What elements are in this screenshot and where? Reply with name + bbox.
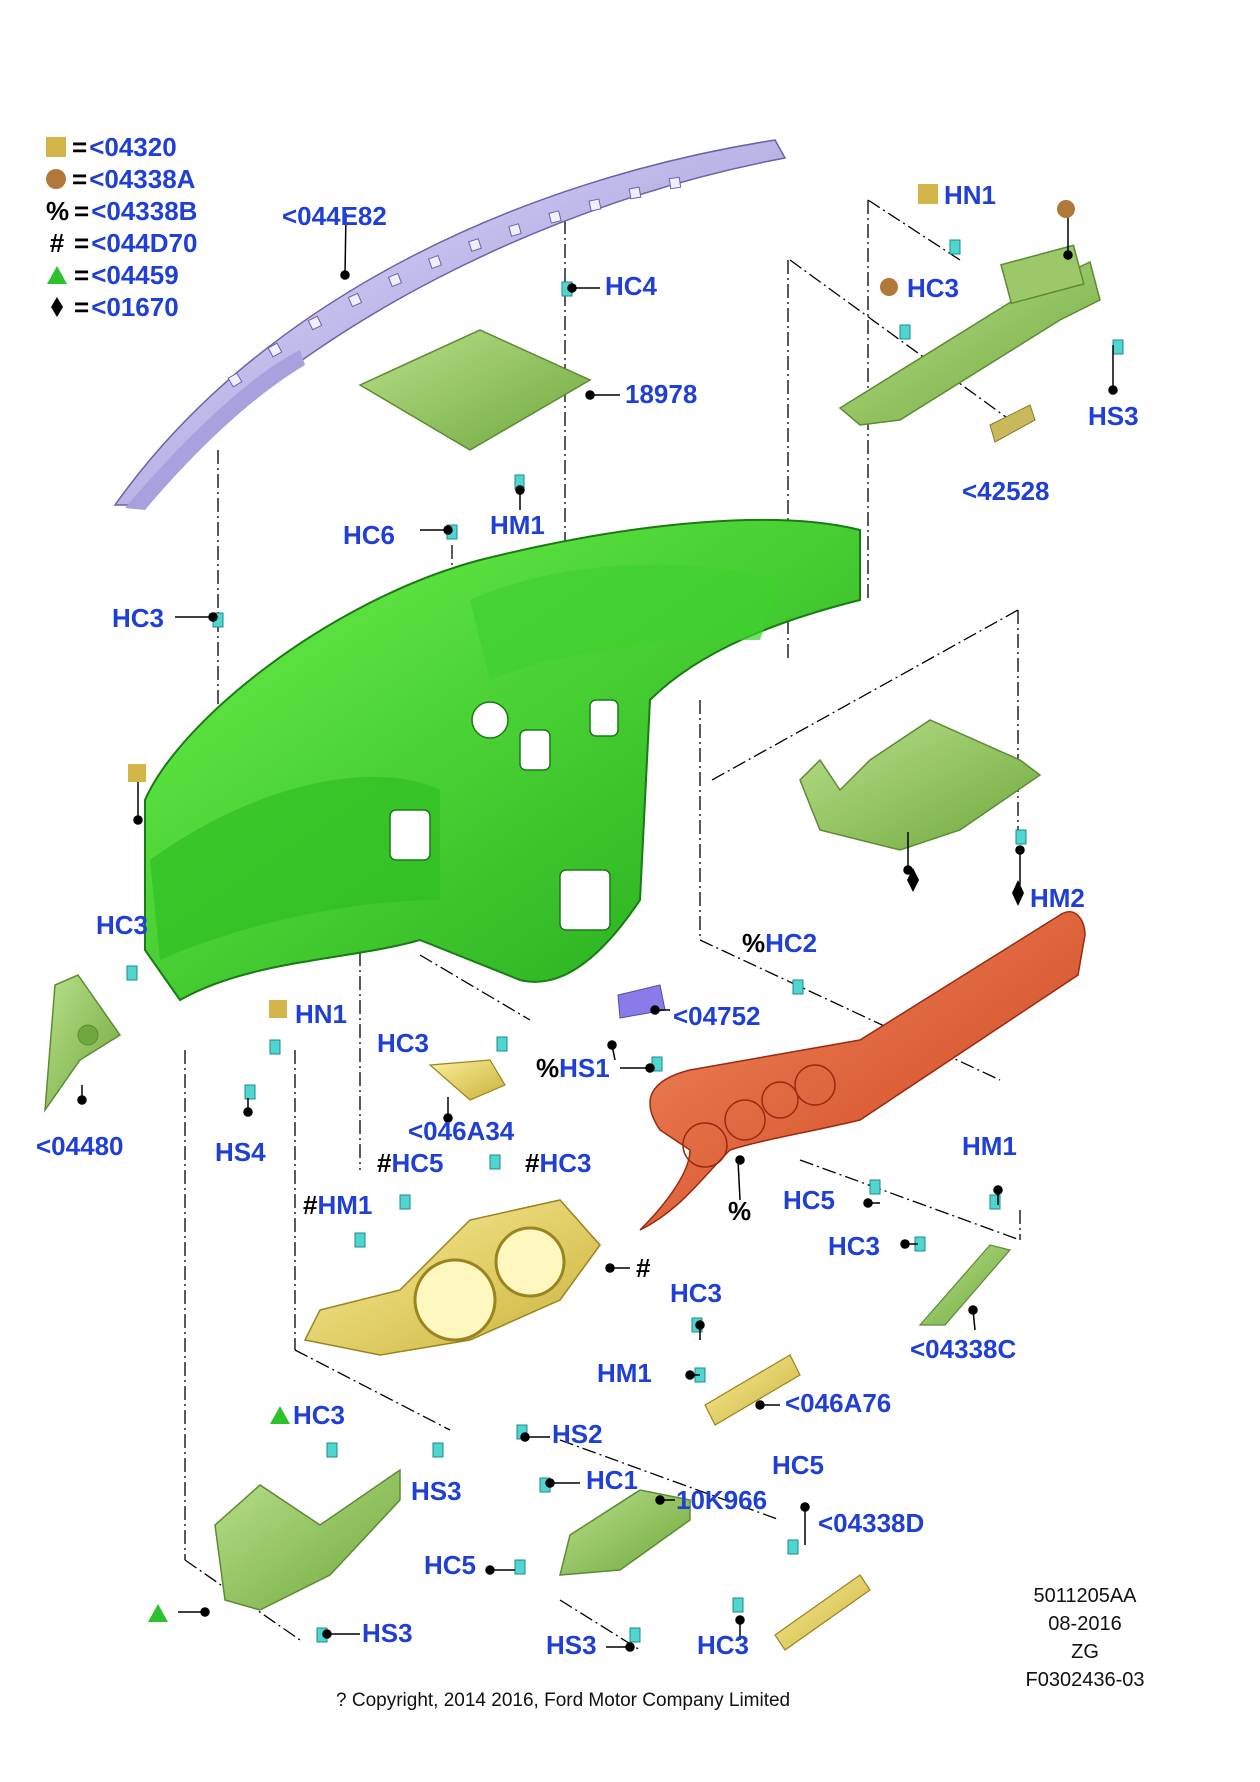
diamond-symbol xyxy=(1012,880,1024,906)
label-HC2: %HC2 xyxy=(742,928,818,958)
label-04480: <04480 xyxy=(36,1131,124,1161)
right-duct-part xyxy=(838,244,1101,426)
label-HC3: #HC3 xyxy=(525,1148,592,1178)
trim-046A34-part xyxy=(428,1059,506,1101)
label-HC1: HC1 xyxy=(586,1465,639,1495)
label-HC5: HC5 xyxy=(783,1185,836,1215)
legend-row: # = <044D70 xyxy=(46,227,198,258)
figure-number: F0302436-03 xyxy=(1025,1669,1145,1691)
legend-row: = <01670 xyxy=(46,291,179,322)
label-HS1: %HS1 xyxy=(536,1053,610,1083)
glovebox-part xyxy=(214,1468,401,1611)
percent-symbol: % xyxy=(46,196,70,226)
label-HM1: #HM1 xyxy=(303,1190,373,1220)
circle-symbol xyxy=(880,278,898,296)
legend-row: % = <04338B xyxy=(46,195,198,226)
label-HS3: HS3 xyxy=(1088,401,1139,431)
legend-code: <04459 xyxy=(91,259,179,290)
equals-sign: = xyxy=(74,291,90,322)
equals-sign: = xyxy=(74,195,90,226)
label-HM1: HM1 xyxy=(490,510,545,540)
triangle-symbol xyxy=(148,1604,168,1622)
label-HC5: HC5 xyxy=(424,1550,477,1580)
label-percent: % xyxy=(728,1196,752,1226)
copyright-notice: ? Copyright, 2014 2016, Ford Motor Compa… xyxy=(336,1690,791,1711)
label-HM2: HM2 xyxy=(1030,883,1085,913)
square-icon xyxy=(46,137,66,157)
label-HS3: HS3 xyxy=(546,1630,597,1660)
right-bracket-part xyxy=(799,719,1042,851)
diagram-symbols xyxy=(128,184,1075,1622)
circle-symbol xyxy=(1057,200,1075,218)
label-046A34: <046A34 xyxy=(408,1116,515,1146)
trim-04338D-part xyxy=(774,1574,871,1651)
label-HC5: #HC5 xyxy=(377,1148,444,1178)
label-HC3: HC3 xyxy=(697,1630,750,1660)
label-044E82: <044E82 xyxy=(282,201,387,231)
revision-date: 08-2016 xyxy=(1048,1613,1122,1635)
label-04752: <04752 xyxy=(673,1001,761,1031)
trim-04338C-part xyxy=(918,1244,1012,1326)
hash-symbol: # xyxy=(49,228,65,258)
circle-icon xyxy=(46,169,66,189)
diamond-icon xyxy=(46,296,68,318)
top-pad-part xyxy=(113,139,787,510)
label-HM1: HM1 xyxy=(962,1131,1017,1161)
label-04338D: <04338D xyxy=(818,1508,925,1538)
label-HC3: HC3 xyxy=(293,1400,346,1430)
square-symbol xyxy=(128,764,146,782)
label-HC3: HC3 xyxy=(670,1278,723,1308)
legend-code: <01670 xyxy=(91,291,179,322)
label-HM1: HM1 xyxy=(597,1358,652,1388)
legend-row: = <04338A xyxy=(46,163,196,194)
triangle-symbol xyxy=(270,1406,290,1424)
triangle-icon xyxy=(46,264,68,286)
equals-sign: = xyxy=(74,259,90,290)
label-HC3: HC3 xyxy=(96,910,149,940)
zg-code: ZG xyxy=(1071,1641,1099,1663)
speaker-cover-part xyxy=(358,329,592,451)
reference-code: 5011205AA xyxy=(1033,1585,1137,1607)
bracket-42528-part xyxy=(989,404,1036,443)
label-HS2: HS2 xyxy=(552,1419,603,1449)
legend-code: <044D70 xyxy=(91,227,198,258)
instrument-panel-main xyxy=(144,519,861,1002)
label-HC4: HC4 xyxy=(605,271,658,301)
label-18978: 18978 xyxy=(625,379,698,409)
diamond-symbol xyxy=(907,868,919,892)
equals-sign: = xyxy=(74,227,90,258)
label-HS4: HS4 xyxy=(215,1137,266,1167)
legend-code: <04338B xyxy=(91,195,198,226)
legend-row: = <04459 xyxy=(46,259,179,290)
label-10K966: 10K966 xyxy=(676,1485,768,1515)
square-symbol xyxy=(269,1000,287,1018)
equals-sign: = xyxy=(72,131,88,162)
label-HS3: HS3 xyxy=(362,1618,413,1648)
legend-code: <04320 xyxy=(89,131,177,162)
legend-code: <04338A xyxy=(89,163,196,194)
label-HC3: HC3 xyxy=(112,603,165,633)
square-symbol xyxy=(918,184,938,204)
legend-row: = <04320 xyxy=(46,131,177,162)
label-HS3: HS3 xyxy=(411,1476,462,1506)
callout-leaders xyxy=(77,205,1118,1652)
orange-bezel-part xyxy=(639,911,1086,1231)
cluster-housing-part xyxy=(303,1199,601,1356)
label-HC3: HC3 xyxy=(828,1231,881,1261)
label-HN1: HN1 xyxy=(944,180,997,210)
label-HC3: HC3 xyxy=(377,1028,430,1058)
trim-046A76-part xyxy=(704,1354,801,1426)
label-hash: # xyxy=(636,1253,651,1283)
label-046A76: <046A76 xyxy=(785,1388,892,1418)
knee-bolster-part xyxy=(559,1489,691,1576)
label-HN1: HN1 xyxy=(295,999,348,1029)
label-42528: <42528 xyxy=(962,476,1050,506)
label-HC3: HC3 xyxy=(907,273,960,303)
label-04338C: <04338C xyxy=(910,1334,1017,1364)
label-HC6: HC6 xyxy=(343,520,396,550)
label-HC5: HC5 xyxy=(772,1450,825,1480)
equals-sign: = xyxy=(72,163,88,194)
